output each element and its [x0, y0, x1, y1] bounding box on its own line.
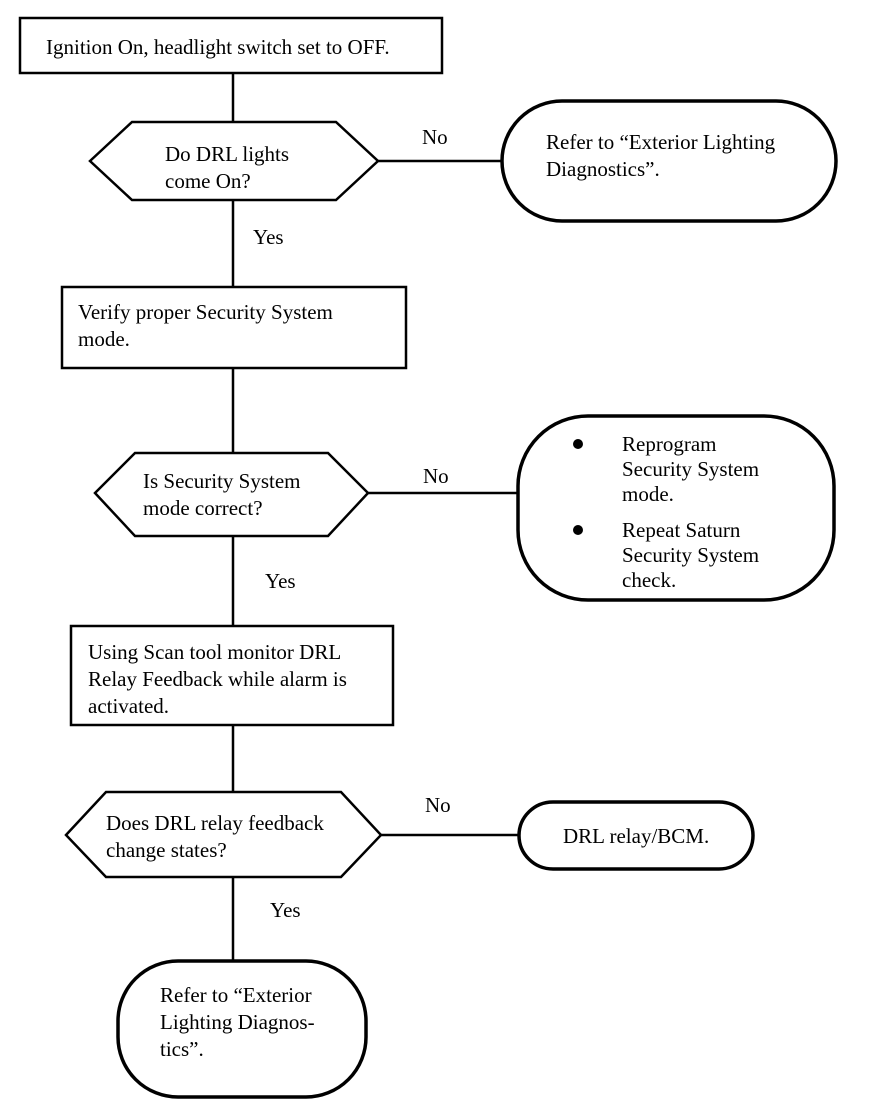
process-scan-tool-monitor: Using Scan tool monitor DRL Relay Feedba… — [69, 624, 395, 727]
decision-1-line: Do DRL lights — [165, 142, 289, 166]
label-no-3: No — [425, 793, 451, 817]
label-yes-3: Yes — [270, 898, 301, 922]
terminal-4-line: Lighting Diagnos- — [160, 1010, 315, 1034]
svg-text:check.: check. — [622, 568, 676, 592]
start-text-line: Ignition On, headlight switch set to OFF… — [46, 35, 390, 59]
bullet-1-line: mode. — [622, 482, 674, 506]
bullet-2-line: check. — [622, 568, 676, 592]
decision-3-line: change states? — [106, 838, 227, 862]
svg-text:Verify proper Security Syst: Verify proper Security System — [78, 300, 333, 324]
terminal-3-line: DRL relay/BCM. — [563, 824, 709, 848]
terminal-1-line: Diagnostics”. — [546, 157, 660, 181]
process-verify-security-mode: Verify proper Security System mode. — [60, 285, 408, 370]
svg-text:tics”.: tics”. — [160, 1037, 204, 1061]
process-2-line: Using Scan tool monitor DRL — [88, 640, 341, 664]
bullet-2-line: Repeat Saturn — [622, 518, 741, 542]
terminal-drl-relay-bcm: DRL relay/BCM. — [517, 800, 755, 871]
svg-text:Repeat Saturn: Repeat Saturn — [622, 518, 741, 542]
process-2-line: Relay Feedback while alarm is — [88, 667, 347, 691]
label-yes-2: Yes — [265, 569, 296, 593]
label-no-2: No — [423, 464, 449, 488]
svg-text:activated.: activated. — [88, 694, 169, 718]
decision-2-line: Is Security System — [143, 469, 301, 493]
svg-text:Relay Feedback while alarm is: Relay Feedback while alarm is — [88, 667, 347, 691]
start-text: Ignition On, headlight switch set to OFF… — [46, 35, 390, 59]
process-1-line: mode. — [78, 327, 130, 351]
bullet-1-line: Security System — [622, 457, 759, 481]
label-yes-1: Yes — [253, 225, 284, 249]
svg-text:Is Security System: Is Security System — [143, 469, 301, 493]
svg-text:mode.: mode. — [78, 327, 130, 351]
bullet-point — [573, 525, 583, 535]
svg-text:Refer to “Exterior: Refer to “Exterior — [160, 983, 312, 1007]
svg-text:DRL relay/BCM.: DRL relay/BCM. — [563, 824, 709, 848]
terminal-4-line: tics”. — [160, 1037, 204, 1061]
start-box: Ignition On, headlight switch set to OFF… — [18, 16, 444, 75]
terminal-refer-exterior-lighting: Refer to “Exterior Lighting Diagnostics”… — [500, 99, 838, 223]
svg-text:Refer to “Exterior Lighting: Refer to “Exterior Lighting — [546, 130, 776, 154]
svg-text:Reprogram: Reprogram — [622, 432, 716, 456]
terminal-4-line: Refer to “Exterior — [160, 983, 312, 1007]
decision-security-mode-correct: Is Security System mode correct? — [93, 451, 370, 538]
svg-text:change states?: change states? — [106, 838, 227, 862]
decision-relay-feedback-change: Does DRL relay feedback change states? — [64, 790, 383, 879]
svg-text:come On?: come On? — [165, 169, 251, 193]
bullet-2-line: Security System — [622, 543, 759, 567]
svg-text:mode correct?: mode correct? — [143, 496, 263, 520]
terminal-1-line: Refer to “Exterior Lighting — [546, 130, 776, 154]
svg-text:Diagnostics”.: Diagnostics”. — [546, 157, 660, 181]
decision-3-line: Does DRL relay feedback — [106, 811, 324, 835]
label-no-1: No — [422, 125, 448, 149]
bullet-1-line: Reprogram — [622, 432, 716, 456]
decision-1-line: come On? — [165, 169, 251, 193]
svg-text:Does DRL relay feedback: Does DRL relay feedback — [106, 811, 324, 835]
terminal-refer-exterior-lighting-2: Refer to “Exterior Lighting Diagnos- tic… — [116, 959, 368, 1099]
svg-text:Do DRL lights: Do DRL lights — [165, 142, 289, 166]
decision-drl-lights-on: Do DRL lights come On? — [88, 120, 380, 202]
process-2-line: activated. — [88, 694, 169, 718]
svg-text:Lighting Diagnos-: Lighting Diagnos- — [160, 1010, 315, 1034]
decision-2-line: mode correct? — [143, 496, 263, 520]
svg-text:mode.: mode. — [622, 482, 674, 506]
svg-text:Security System: Security System — [622, 457, 759, 481]
bullet-point — [573, 439, 583, 449]
svg-text:Using Scan tool monitor DRL: Using Scan tool monitor DRL — [88, 640, 341, 664]
process-1-line: Verify proper Security System — [78, 300, 333, 324]
svg-text:Security System: Security System — [622, 543, 759, 567]
terminal-reprogram-security: Reprogram Security System mode. Repeat S… — [516, 414, 836, 602]
